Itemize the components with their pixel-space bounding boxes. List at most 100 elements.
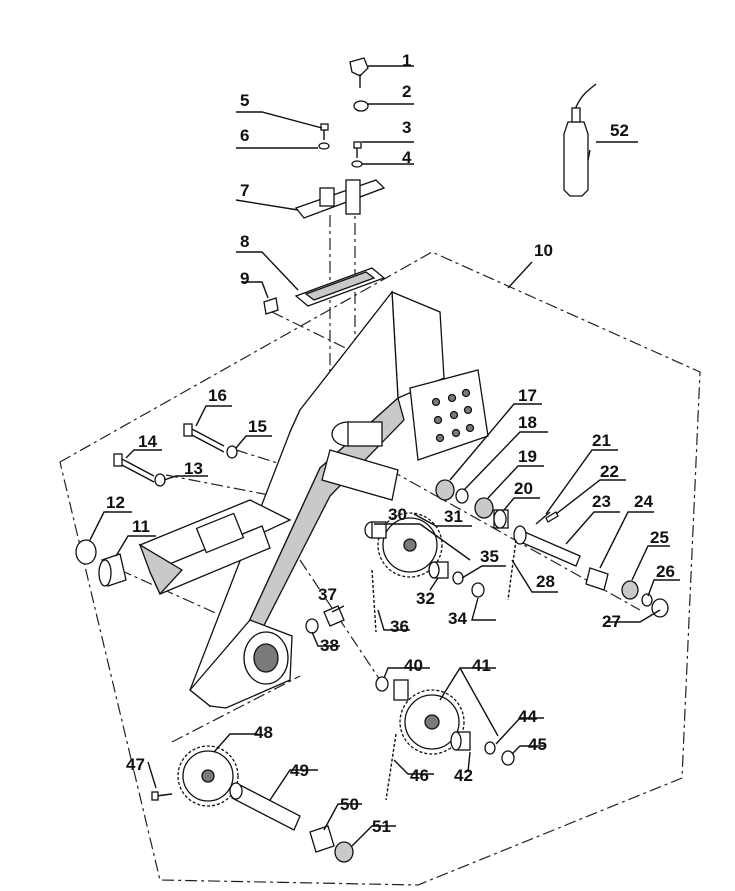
label-48: 48 [254,723,273,742]
assembly-outline [59,251,701,886]
leader-lines [89,65,680,847]
part-28-chain [507,539,517,601]
label-12: 12 [106,493,125,512]
label-31: 31 [444,507,463,526]
part-labels: 1 2 3 4 5 6 7 8 9 10 11 12 13 14 15 16 1… [106,51,675,836]
part-41-sprocket [399,689,465,755]
label-38: 38 [320,636,339,655]
part-50-sleeve [309,825,335,853]
label-7: 7 [240,181,249,200]
part-5-screw [320,123,329,140]
label-25: 25 [650,528,669,547]
part-25-bearing [621,580,639,600]
part-36-chain [371,569,377,633]
label-23: 23 [592,492,611,511]
label-40: 40 [404,656,423,675]
label-47: 47 [126,755,145,774]
part-46-chain [385,733,397,801]
part-26-washer [641,593,653,607]
label-5: 5 [240,91,249,110]
label-24: 24 [634,492,653,511]
label-45: 45 [528,735,547,754]
label-35: 35 [480,547,499,566]
label-32: 32 [416,589,435,608]
part-21-pin [535,511,551,525]
label-1: 1 [402,51,411,70]
label-44: 44 [518,707,537,726]
part-4-washer [351,160,363,168]
label-41: 41 [472,656,491,675]
label-37: 37 [318,585,337,604]
part-24-sleeve [585,567,609,591]
part-20-collar [493,509,509,529]
part-11-sleeve [98,553,127,587]
part-45-nut [501,750,515,766]
part-52-oil-bottle [563,83,597,197]
plate-holes [431,388,475,443]
part-2-nut [353,100,369,112]
part-15-washer [226,445,238,459]
part-37-nut [323,605,345,627]
part-7-bracket [294,179,386,219]
part-51-bearing [334,841,354,863]
label-28: 28 [536,572,555,591]
part-38-washer [305,618,319,634]
label-3: 3 [402,118,411,137]
part-42-spacer [450,731,471,751]
part-14-bolt [113,453,155,483]
label-14: 14 [138,432,157,451]
part-48-blade [177,745,239,807]
part-47-screw [151,791,173,801]
part-23-shaft [513,525,581,567]
part-35-washer [452,571,464,585]
part-40-spacer [375,676,389,692]
label-30: 30 [388,505,407,524]
label-50: 50 [340,795,359,814]
part-32-spacer [428,561,449,579]
part-9-plate [263,297,279,315]
label-4: 4 [402,148,412,167]
part-13-washer [154,473,166,487]
label-2: 2 [402,82,411,101]
part-19-bearing [474,497,494,519]
label-19: 19 [518,447,537,466]
part-49-axle [229,782,301,831]
label-20: 20 [514,479,533,498]
part-34-nut [471,582,485,598]
part-8-frame [294,267,386,307]
label-51: 51 [372,817,391,836]
part-1-wing-bolt [349,57,369,88]
label-18: 18 [518,413,537,432]
label-49: 49 [290,761,309,780]
part-6-washer [318,142,330,150]
label-10: 10 [534,241,553,260]
label-27: 27 [602,612,621,631]
label-16: 16 [208,386,227,405]
part-27-nut [651,598,669,618]
main-frame [138,290,489,709]
label-46: 46 [410,766,429,785]
part-44-washer [484,741,496,755]
label-36: 36 [390,617,409,636]
label-42: 42 [454,766,473,785]
label-26: 26 [656,562,675,581]
label-21: 21 [592,431,611,450]
label-11: 11 [132,517,150,536]
part-16-bolt [183,423,225,453]
label-52: 52 [610,121,629,140]
part-3-screw [353,141,362,158]
label-8: 8 [240,232,249,251]
part-40-sleeve [393,679,409,701]
label-9: 9 [240,269,249,288]
label-15: 15 [248,417,267,436]
part-12-bushing [75,539,97,565]
part-18-washer [455,488,469,504]
label-22: 22 [600,462,619,481]
label-13: 13 [184,459,203,478]
label-17: 17 [518,386,537,405]
label-34: 34 [448,609,467,628]
label-6: 6 [240,126,249,145]
part-22-key [545,511,559,523]
part-17-bearing [435,479,455,501]
